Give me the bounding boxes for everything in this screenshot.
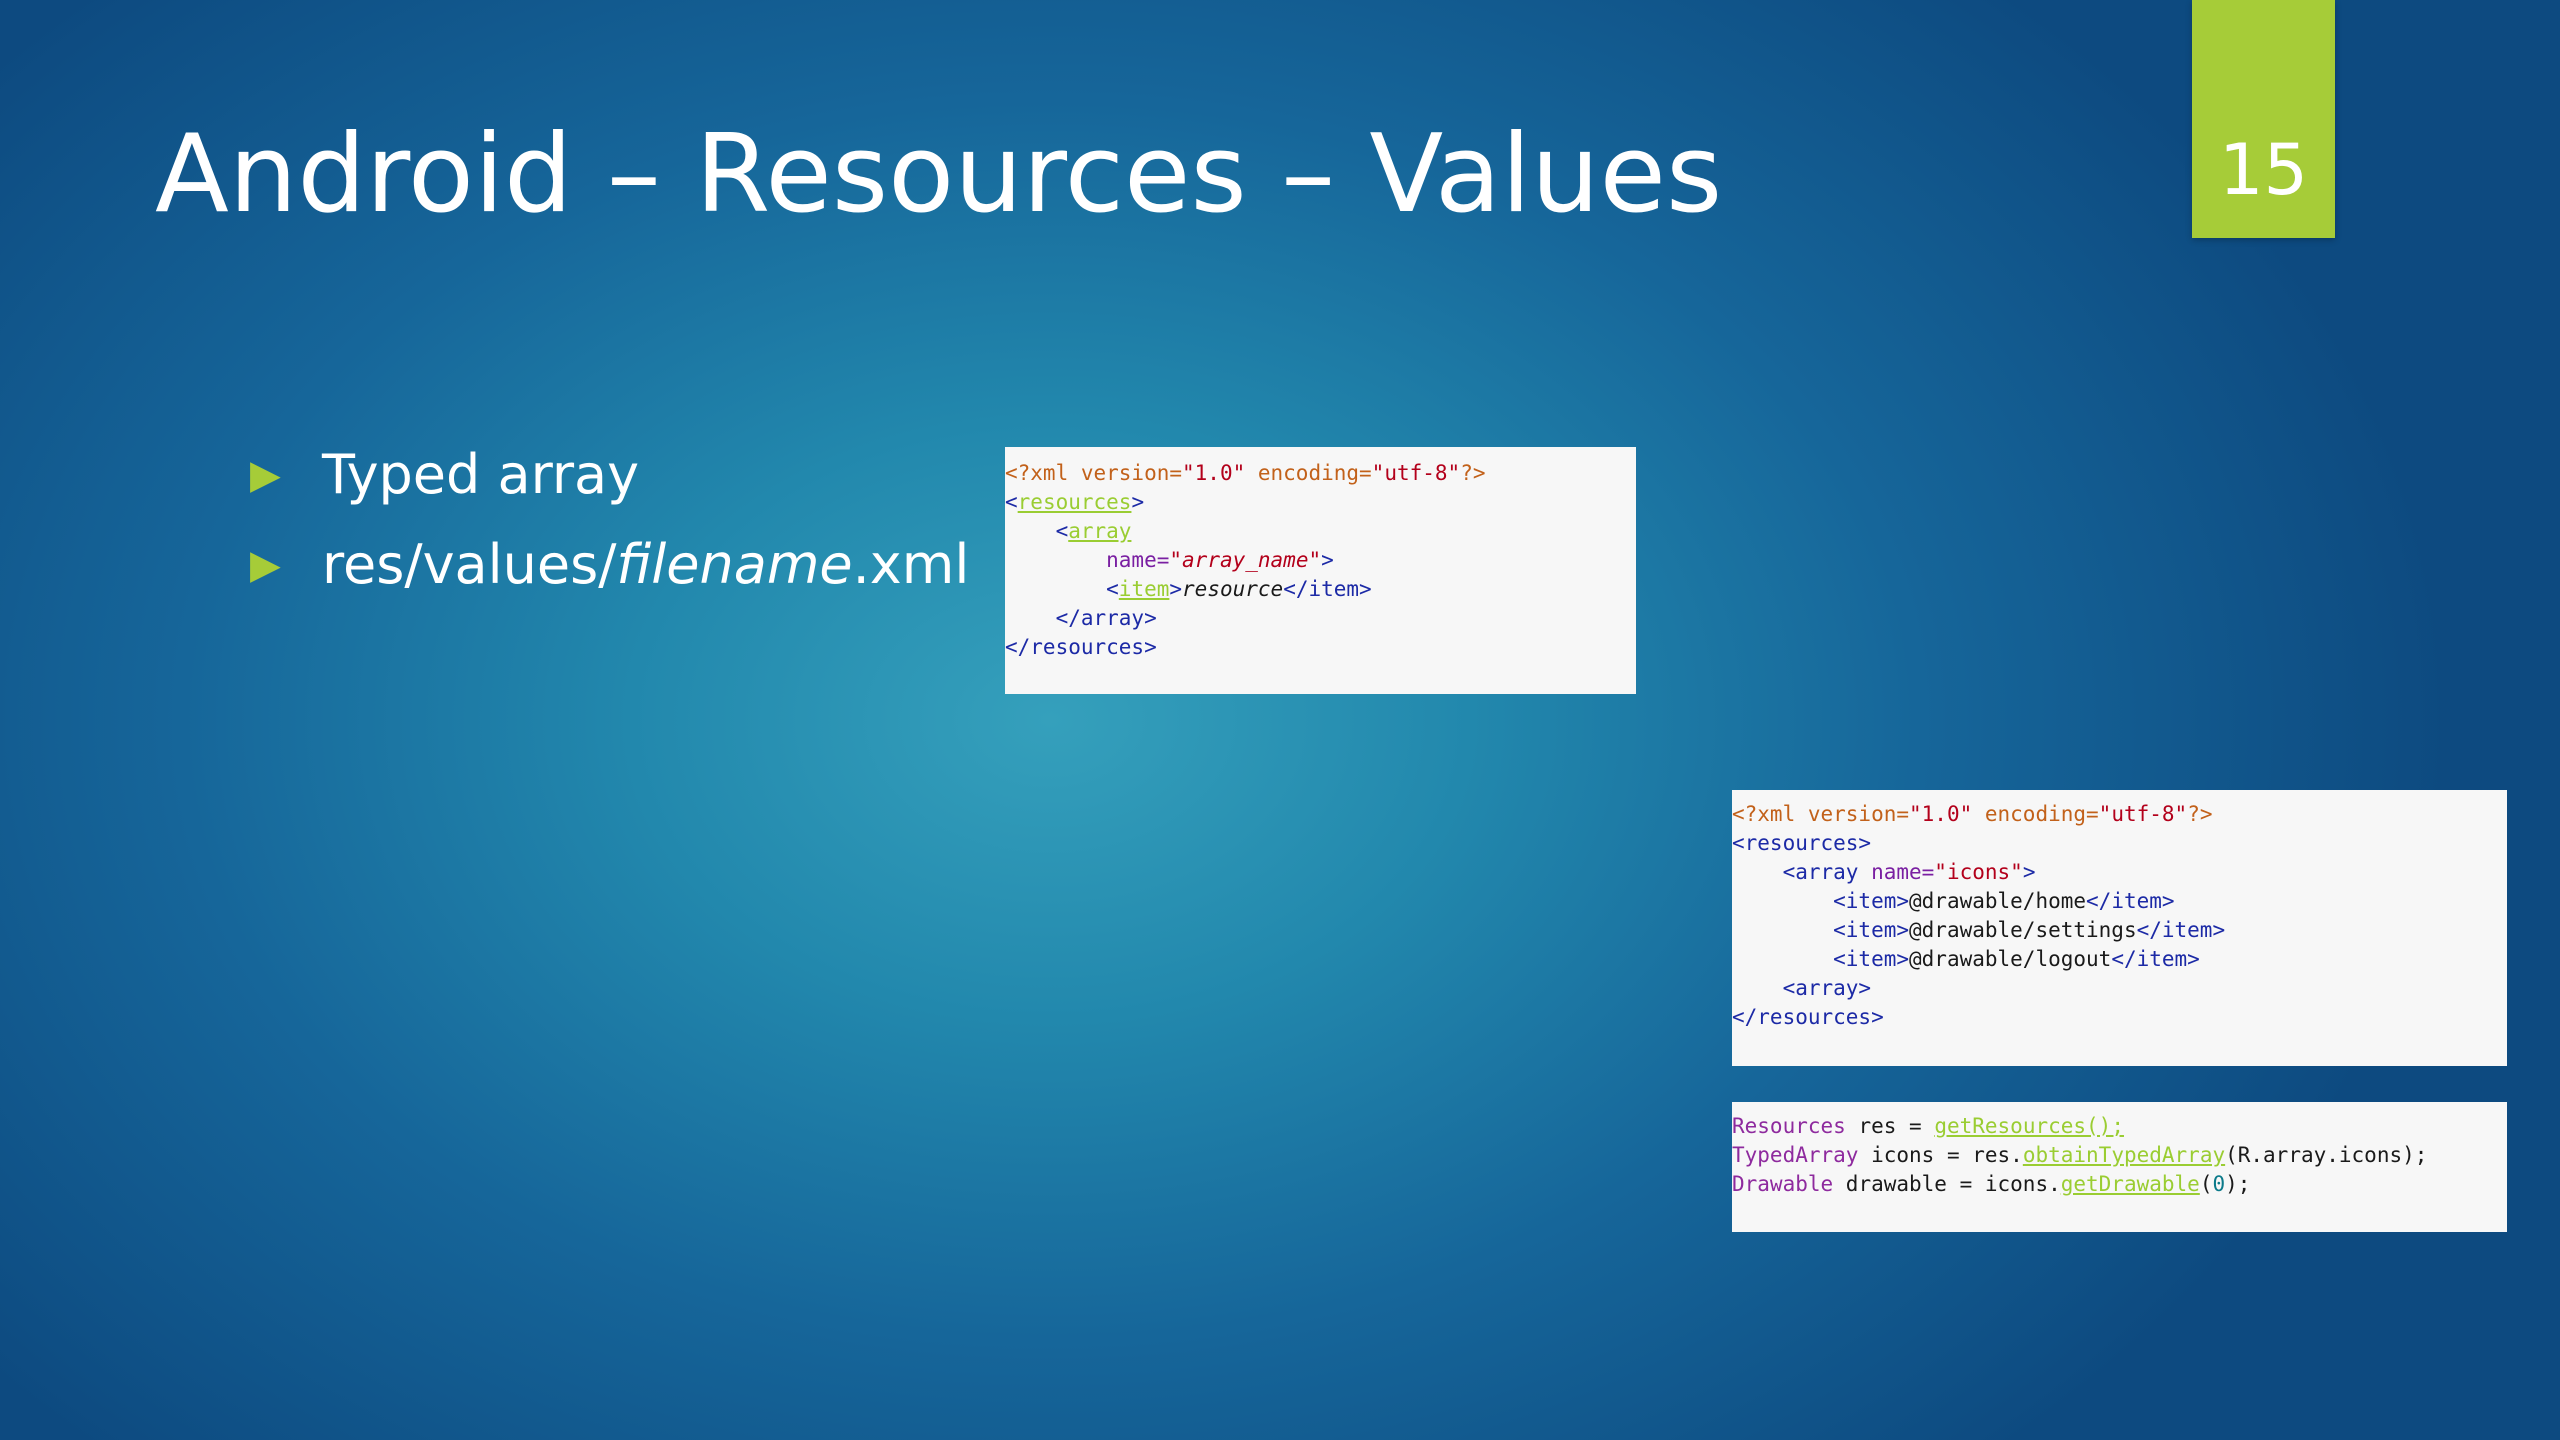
code-token: </item> (2111, 947, 2200, 971)
code-token: ?> (2187, 802, 2213, 826)
code-token: 0 (2212, 1172, 2226, 1196)
code-line: <item>@drawable/home</item> (1732, 887, 2507, 916)
code-block-template: <?xml version="1.0" encoding="utf-8"?><r… (1005, 447, 1636, 694)
slide-title: Android – Resources – Values (155, 112, 1723, 237)
code-token: encoding= (1972, 802, 2099, 826)
code-token: res = (1845, 1114, 1935, 1138)
bullet-item: ▶ Typed array (250, 430, 969, 520)
code-token: </item> (2086, 889, 2175, 913)
code-token: </resources> (1732, 1005, 1884, 1029)
code-token: ( (2199, 1172, 2213, 1196)
code-token: " (1169, 548, 1183, 572)
code-line: <item>resource</item> (1005, 575, 1636, 604)
code-line: <array> (1732, 974, 2507, 1003)
code-token: "1.0" (1909, 802, 1973, 826)
code-token: ); (2225, 1172, 2251, 1196)
code-line: </array> (1005, 604, 1636, 633)
bullet-item: ▶ res/values/filename.xml (250, 520, 969, 610)
code-token: array (1068, 519, 1132, 543)
code-token: < (1005, 519, 1069, 543)
code-token: getResources(); (1934, 1114, 2124, 1138)
code-token: item (1118, 577, 1170, 601)
page-number-tag: 15 (2192, 0, 2335, 238)
code-line: <?xml version="1.0" encoding="utf-8"?> (1732, 800, 2507, 829)
code-line: <item>@drawable/settings</item> (1732, 916, 2507, 945)
page-number: 15 (2218, 129, 2309, 211)
bullet-text: Typed array (322, 443, 640, 506)
code-line: </resources> (1732, 1003, 2507, 1032)
code-token: <item> (1732, 947, 1910, 971)
code-token: </resources> (1005, 635, 1157, 659)
code-token: name= (1005, 548, 1170, 572)
code-token: icons = res. (1858, 1143, 2023, 1167)
code-line: <array name="icons"> (1732, 858, 2507, 887)
code-token: @drawable/settings (1909, 918, 2137, 942)
code-token: <resources> (1732, 831, 1872, 855)
code-token: drawable = icons. (1833, 1172, 2061, 1196)
code-token: Drawable (1732, 1172, 1834, 1196)
code-token: > (2022, 860, 2036, 884)
code-token: obtainTypedArray (2022, 1143, 2226, 1167)
code-token: "icons" (1934, 860, 2023, 884)
code-line: <item>@drawable/logout</item> (1732, 945, 2507, 974)
code-token: <item> (1732, 889, 1910, 913)
bullet-text-prefix: res/values/ (322, 533, 617, 596)
code-token: TypedArray (1732, 1143, 1859, 1167)
code-line: <resources> (1732, 829, 2507, 858)
code-token: > (1131, 490, 1145, 514)
code-line: TypedArray icons = res.obtainTypedArray(… (1732, 1141, 2507, 1170)
code-token: resource (1182, 577, 1284, 601)
code-line: <array (1005, 517, 1636, 546)
bullet-list: ▶ Typed array ▶ res/values/filename.xml (250, 430, 969, 610)
code-line: Drawable drawable = icons.getDrawable(0)… (1732, 1170, 2507, 1199)
code-token: > (1321, 548, 1334, 572)
code-token: @drawable/logout (1909, 947, 2112, 971)
code-token: "1.0" (1182, 461, 1246, 485)
code-line: </resources> (1005, 633, 1636, 662)
bullet-text-italic: filename (616, 533, 853, 596)
code-token: < (1005, 577, 1119, 601)
code-line: Resources res = getResources(); (1732, 1112, 2507, 1141)
code-token: <array> (1732, 976, 1872, 1000)
code-token: </item> (2136, 918, 2226, 942)
code-token: array_name (1182, 548, 1309, 572)
code-token: < (1005, 490, 1018, 514)
code-token: "utf-8" (2098, 802, 2188, 826)
code-token: </item> (1283, 577, 1372, 601)
bullet-arrow-icon: ▶ (250, 452, 281, 498)
code-token: <?xml version= (1732, 802, 1910, 826)
bullet-arrow-icon: ▶ (250, 542, 281, 588)
code-token: "utf-8" (1371, 461, 1461, 485)
code-line: <resources> (1005, 488, 1636, 517)
code-token: name= (1871, 860, 1935, 884)
code-token: </array> (1005, 606, 1157, 630)
code-token: <item> (1732, 918, 1910, 942)
code-token: encoding= (1245, 461, 1372, 485)
code-line: <?xml version="1.0" encoding="utf-8"?> (1005, 459, 1636, 488)
code-token: ?> (1460, 461, 1486, 485)
code-block-example-java: Resources res = getResources();TypedArra… (1732, 1102, 2507, 1232)
bullet-text-suffix: .xml (852, 533, 970, 596)
code-block-example-xml: <?xml version="1.0" encoding="utf-8"?><r… (1732, 790, 2507, 1066)
code-token: <?xml version= (1005, 461, 1183, 485)
code-token: <array (1732, 860, 1872, 884)
code-token: > (1169, 577, 1183, 601)
code-token: " (1308, 548, 1322, 572)
code-line: name="array_name"> (1005, 546, 1636, 575)
code-token: resources (1017, 490, 1132, 514)
code-token: getDrawable (2060, 1172, 2200, 1196)
code-token: @drawable/home (1909, 889, 2087, 913)
code-token: Resources (1732, 1114, 1846, 1138)
code-token: (R.array.icons); (2225, 1143, 2428, 1167)
